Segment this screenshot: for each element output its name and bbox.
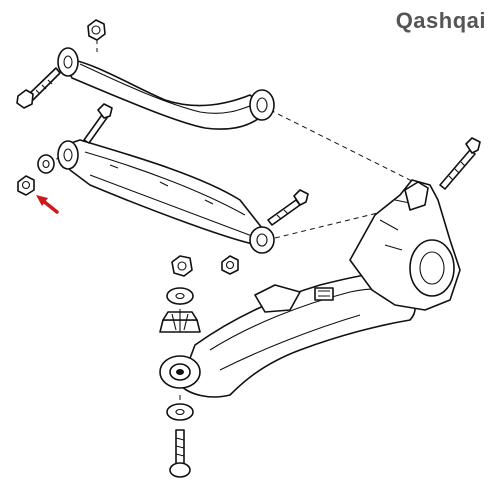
- upper-arm-nut: [87, 19, 106, 41]
- lower-arm-nut: [221, 255, 239, 275]
- lower-mount-washer: [166, 403, 194, 421]
- washer: [37, 154, 55, 174]
- lock-nut: [17, 175, 35, 196]
- subframe-bushing: [159, 355, 201, 389]
- lower-control-arm: [57, 139, 275, 254]
- knuckle-hub: [349, 179, 461, 311]
- lower-arm-outer-bolt: [267, 189, 309, 226]
- brand-label: Qashqai: [395, 8, 486, 33]
- red-arrow-indicator: [36, 195, 59, 214]
- upper-arm-bolt: [16, 67, 61, 109]
- top-mount-nut: [171, 255, 193, 277]
- mount-bolt: [169, 429, 191, 478]
- upper-bushing: [159, 311, 201, 333]
- upper-mount-washer: [166, 287, 194, 305]
- upper-control-arm: [57, 47, 275, 130]
- rear-subframe: [179, 272, 416, 398]
- knuckle-bolt: [439, 137, 481, 190]
- lower-arm-bolt: [83, 103, 113, 144]
